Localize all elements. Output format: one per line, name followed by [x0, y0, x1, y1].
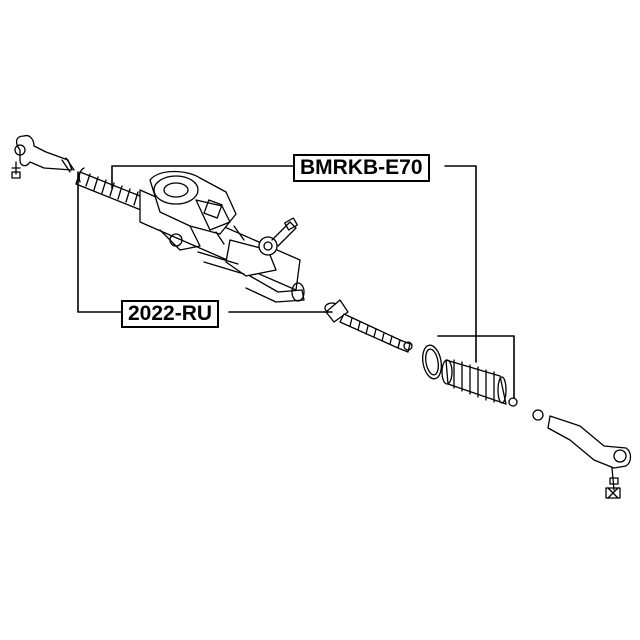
clamp-ring: [422, 344, 442, 380]
part-number-label-inner-tie-rod: 2022-RU: [121, 300, 220, 328]
small-clip: [508, 397, 518, 407]
lock-nut: [532, 409, 544, 421]
part-number-label-boot-kit: BMRKB-E70: [293, 154, 430, 182]
boot-kit-parts: [422, 344, 518, 407]
boot-kit-leaders: [111, 165, 515, 399]
left-tie-rod-end: [11, 134, 75, 179]
steering-gear-housing: [139, 170, 305, 303]
inner-tie-rod-leaders: [77, 171, 333, 313]
right-boot: [445, 359, 507, 405]
right-tie-rod-end: [532, 409, 632, 499]
left-boot: [75, 167, 151, 213]
inner-tie-rod: [324, 299, 413, 353]
